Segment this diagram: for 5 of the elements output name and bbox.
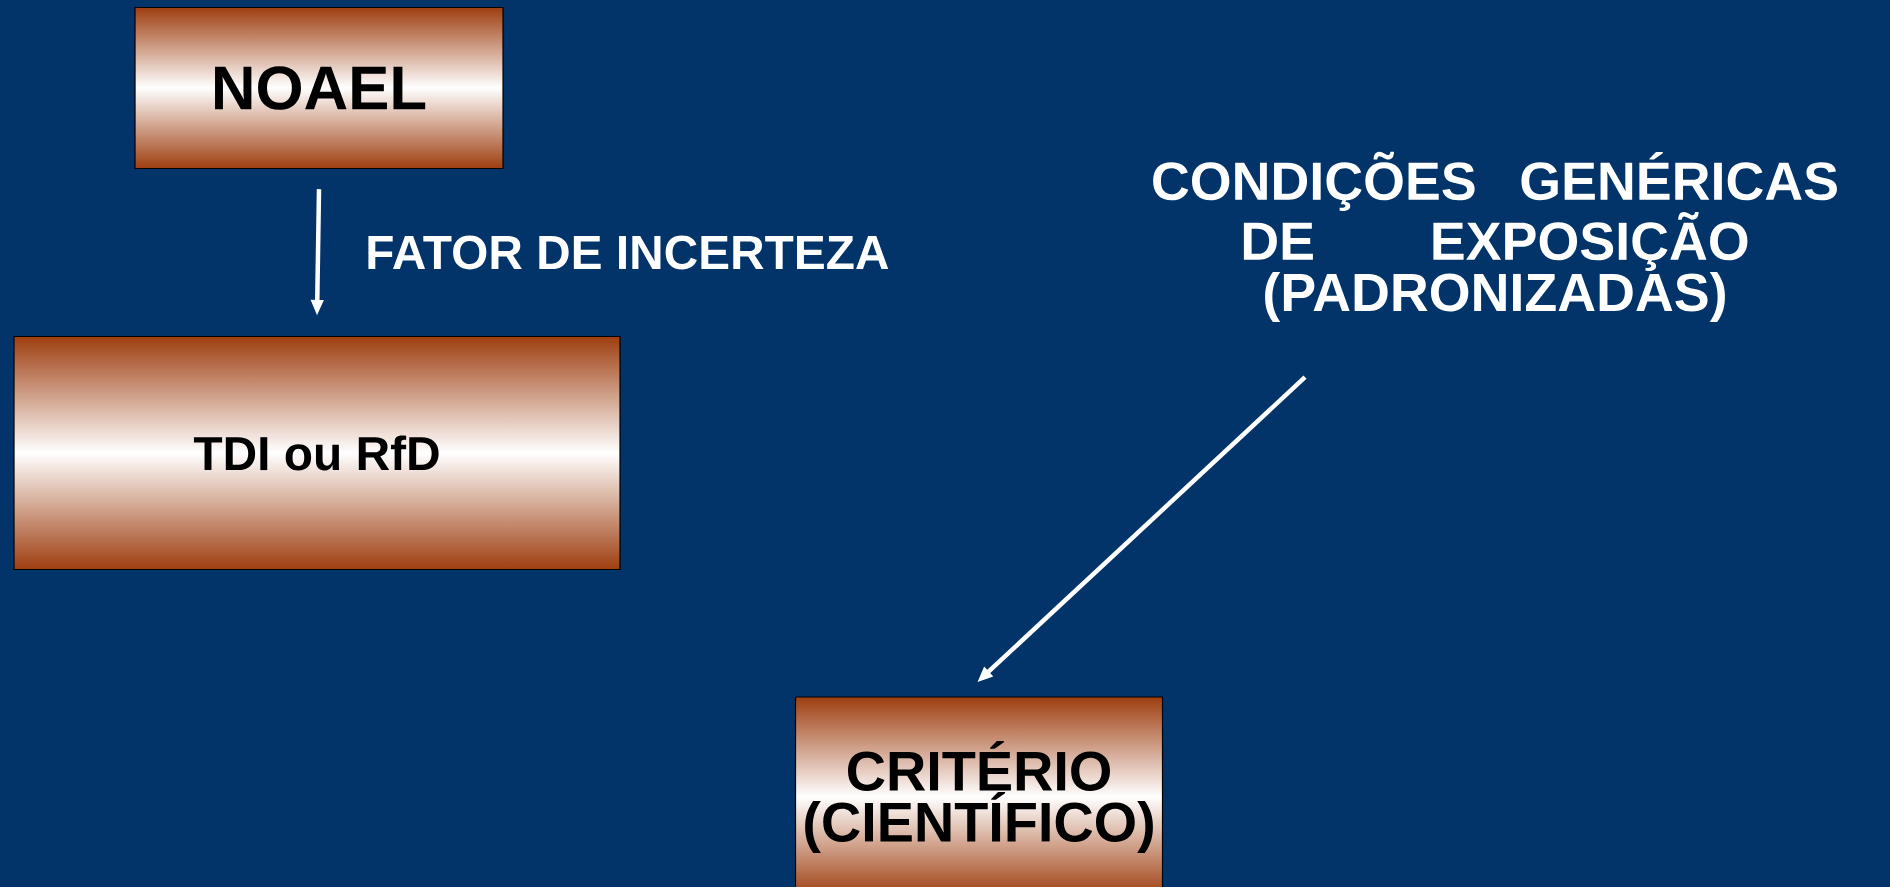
process-box: NOAEL (134, 6, 504, 170)
process-box: TDI ou RfD (13, 335, 621, 571)
process-box: CRITÉRIO (CIENTÍFICO) (794, 696, 1164, 887)
text-label: CONDIÇÕES GENÉRICAS DE EXPOSIÇÃO (PADRONIZADAS) (1153, 151, 1837, 323)
edge-label: FATOR DE INCERTEZA (362, 232, 893, 273)
